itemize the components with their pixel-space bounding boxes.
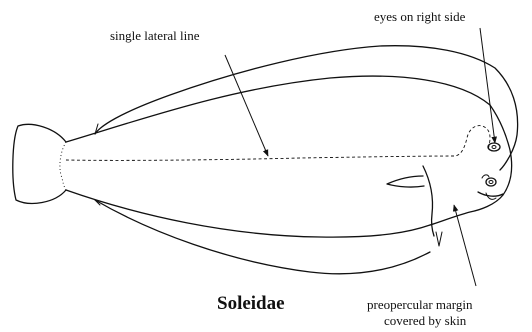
leader-preopercular [454, 205, 476, 286]
label-preopercular-2: covered by skin [384, 313, 467, 328]
label-lateral-line: single lateral line [110, 28, 200, 43]
mouth [478, 192, 503, 196]
fish-drawing [13, 46, 518, 274]
nostril [482, 175, 489, 178]
head-outline [430, 105, 512, 225]
leader-eyes [480, 28, 495, 143]
label-eyes: eyes on right side [374, 9, 466, 24]
label-preopercular-1: preopercular margin [367, 297, 473, 312]
anal-fin [95, 200, 430, 274]
pelvic-fin [436, 232, 442, 246]
dorsal-fin [95, 46, 518, 170]
pectoral-fin [387, 176, 424, 187]
pupil-upper [492, 146, 496, 149]
caudal-fin [13, 124, 66, 203]
eye-lower [486, 178, 496, 186]
body-upper-margin [66, 76, 490, 142]
eye-upper [488, 143, 500, 151]
pupil-lower [489, 181, 493, 184]
figure-title: Soleidae [217, 293, 285, 314]
leader-lateral-line [225, 55, 268, 156]
lateral-line [66, 126, 490, 161]
caudal-base [60, 142, 66, 190]
